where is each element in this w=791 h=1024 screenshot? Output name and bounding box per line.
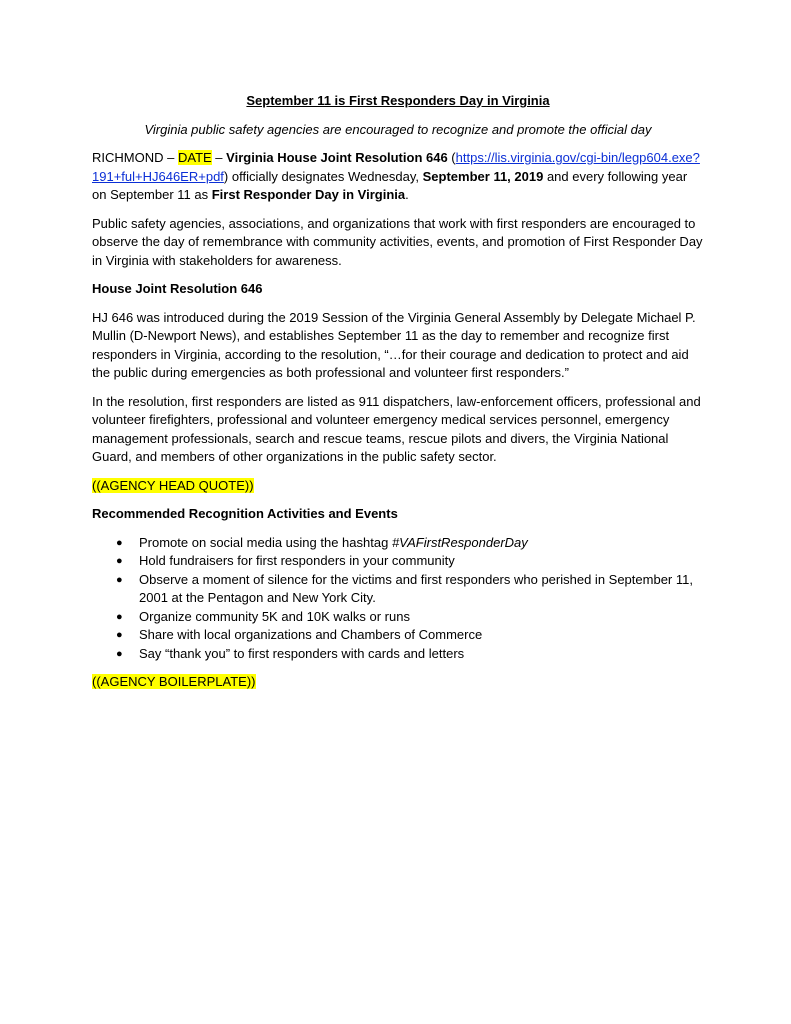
list-item: ● Say “thank you” to first responders wit…	[116, 645, 704, 664]
day-name: First Responder Day in Virginia	[211, 187, 406, 202]
agency-boilerplate-text: ((AGENCY BOILERPLATE))	[92, 674, 256, 689]
lede-text-1: ) officially designates Wednesday,	[223, 168, 423, 184]
bullet-icon: ●	[116, 610, 123, 623]
bullet-icon: ●	[116, 536, 123, 549]
list-item-text: Hold fundraisers for first responders in…	[139, 553, 455, 568]
date-bold: September 11, 2019	[422, 168, 544, 184]
lede-paragraph: RICHMOND – DATE – Virginia House Joint R…	[92, 149, 704, 205]
bullet-icon: ●	[116, 629, 123, 641]
list-item: ● Organize community 5K and 10K walks or …	[116, 608, 704, 627]
list-item: ● Hold fundraisers for first responders i…	[116, 552, 704, 571]
bullet-icon: ●	[116, 555, 123, 567]
resolution-link[interactable]: https://lis.virginia.gov/cgi-bin/legp604…	[92, 150, 700, 184]
observance-paragraph: Public safety agencies, associations, an…	[92, 215, 703, 268]
lede-period: .	[405, 187, 409, 202]
list-item: ● Promote on social media using the hasht…	[116, 534, 704, 553]
bullet-icon: ●	[116, 647, 123, 660]
document-title: September 11 is First Responders Day in …	[246, 93, 550, 108]
list-item: ● Share with local organizations and Cham…	[116, 626, 704, 645]
dateline-dash: –	[163, 150, 178, 165]
date-placeholder: DATE	[177, 150, 212, 165]
agency-head-quote-placeholder: ((AGENCY HEAD QUOTE))	[92, 477, 704, 496]
date-dash: –	[211, 150, 227, 165]
list-item-text: Observe a moment of silence for the vict…	[139, 571, 693, 606]
list-item: ● Observe a moment of silence for the vic…	[116, 571, 704, 608]
hashtag-text: #VAFirstResponderDay	[391, 534, 528, 550]
responders-paragraph: In the resolution, first responders are …	[92, 393, 701, 465]
bullet-icon: ●	[116, 573, 123, 586]
agency-head-quote-text: ((AGENCY HEAD QUOTE))	[92, 477, 254, 493]
list-item-text: Promote on social media using the hashta…	[139, 534, 392, 550]
list-item-text: Say “thank you” to first responders with…	[139, 645, 465, 661]
list-item-text: Organize community 5K and 10K walks or r…	[139, 608, 410, 624]
agency-boilerplate-placeholder: ((AGENCY BOILERPLATE))	[92, 673, 704, 692]
section-heading-activities: Recommended Recognition Activities and E…	[92, 506, 398, 521]
section-heading-resolution: House Joint Resolution 646	[92, 281, 263, 296]
paren-open: (	[447, 150, 456, 165]
dateline: RICHMOND	[92, 150, 164, 165]
activities-list: ● Promote on social media using the hasht…	[92, 534, 704, 664]
resolution-paragraph: HJ 646 was introduced during the 2019 Se…	[92, 309, 696, 381]
list-item-text: Share with local organizations and Chamb…	[139, 627, 483, 642]
press-release-document: September 11 is First Responders Day in …	[92, 92, 704, 702]
resolution-name: Virginia House Joint Resolution 646	[226, 150, 448, 165]
document-subtitle: Virginia public safety agencies are enco…	[144, 121, 652, 137]
lede-text-2: and every following year on September 11…	[92, 168, 688, 203]
